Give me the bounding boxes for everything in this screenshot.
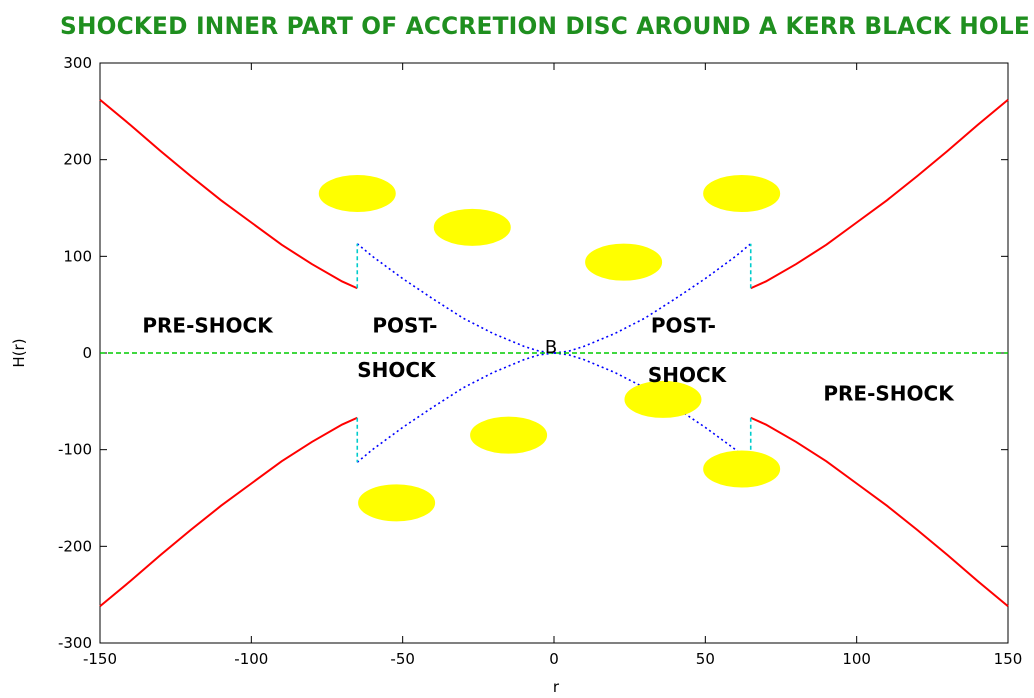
region-label-6: PRE-SHOCK bbox=[823, 381, 955, 405]
yellow-blob-7 bbox=[703, 450, 781, 488]
series-dotted-5 bbox=[356, 352, 555, 463]
chart-title: SHOCKED INNER PART OF ACCRETION DISC ARO… bbox=[60, 12, 1030, 40]
point-label-b: B bbox=[545, 337, 557, 358]
y-tick-label: 300 bbox=[63, 54, 92, 72]
x-axis-label: r bbox=[553, 678, 560, 696]
y-tick-label: 100 bbox=[63, 247, 92, 265]
x-tick-label: -50 bbox=[390, 650, 415, 668]
yellow-blob-6 bbox=[624, 380, 702, 418]
y-tick-label: -100 bbox=[58, 441, 92, 459]
series-solid-0 bbox=[99, 98, 358, 290]
region-label-5: SHOCK bbox=[648, 363, 728, 387]
yellow-blob-5 bbox=[470, 416, 548, 454]
y-tick-label: -300 bbox=[58, 634, 92, 652]
yellow-blob-0 bbox=[318, 175, 396, 212]
y-tick-label: 0 bbox=[82, 344, 92, 362]
y-axis-label: H(r) bbox=[10, 338, 28, 367]
plot-layer: -150 -100 -50 0 50 100 150 -300 -200 -100 0 100 200 3… bbox=[58, 54, 1022, 668]
region-label-2: SHOCK bbox=[357, 358, 437, 382]
yellow-blob-1 bbox=[433, 208, 511, 246]
yellow-blob-3 bbox=[703, 175, 781, 212]
series-solid-1 bbox=[99, 416, 358, 608]
x-tick-label: 150 bbox=[994, 650, 1023, 668]
x-tick-label: -100 bbox=[234, 650, 268, 668]
region-label-0: PRE-SHOCK bbox=[142, 314, 274, 338]
x-tick-label: 100 bbox=[842, 650, 871, 668]
region-label-4: POST- bbox=[651, 314, 716, 338]
series-dotted-6 bbox=[553, 243, 752, 354]
x-tick-label: 0 bbox=[549, 650, 559, 668]
x-tick-label: 50 bbox=[696, 650, 715, 668]
y-tick-label: 200 bbox=[63, 151, 92, 169]
y-tick-label: -200 bbox=[58, 537, 92, 555]
yellow-blob-2 bbox=[585, 243, 663, 281]
x-tick-label: -150 bbox=[83, 650, 117, 668]
series-dotted-7 bbox=[553, 352, 752, 463]
series-solid-2 bbox=[750, 98, 1009, 290]
region-label-1: POST- bbox=[372, 314, 437, 338]
series-dotted-4 bbox=[356, 243, 555, 354]
yellow-blob-4 bbox=[358, 484, 436, 522]
series-solid-3 bbox=[750, 416, 1009, 608]
